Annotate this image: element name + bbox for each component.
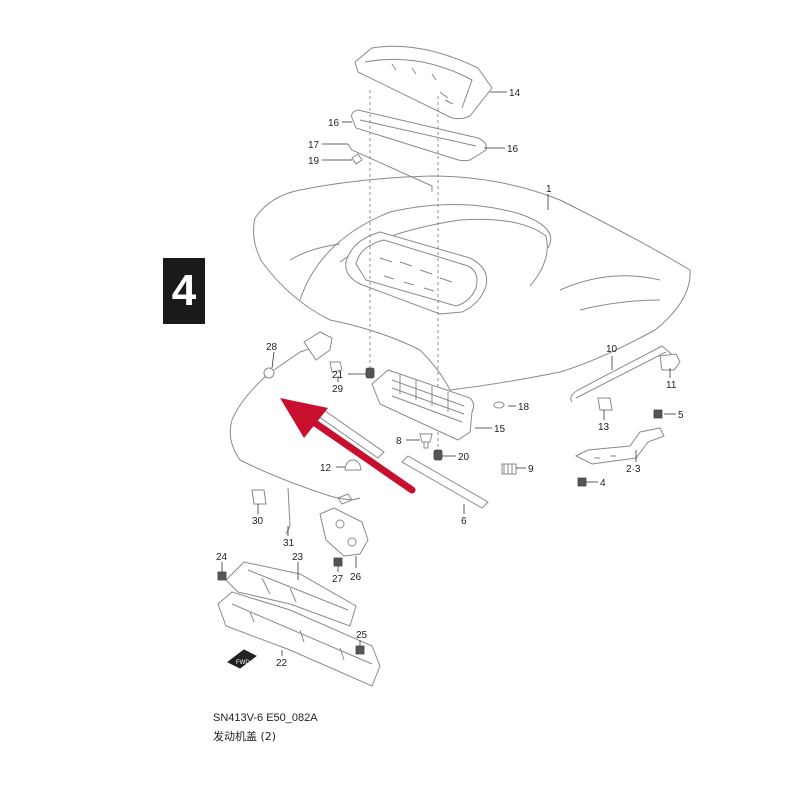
callout-31: 31 xyxy=(283,538,295,549)
part-2-3-hinge[interactable] xyxy=(574,427,665,465)
part-26-hood-latch[interactable] xyxy=(319,507,369,557)
callout-10: 10 xyxy=(606,344,618,355)
callout-2-3: 2·3 xyxy=(626,464,641,475)
callout-22: 22 xyxy=(276,658,288,669)
assembly-guide-lines xyxy=(369,90,439,452)
callout-1: 1 xyxy=(546,184,552,195)
part-8-pin[interactable] xyxy=(419,433,433,449)
part-4-bolt[interactable] xyxy=(577,477,587,487)
callout-8: 8 xyxy=(396,436,402,447)
part-29-clip[interactable] xyxy=(329,361,343,373)
part-25-bolt[interactable] xyxy=(355,645,365,655)
fwd-label: FWD xyxy=(236,660,250,666)
callout-17: 17 xyxy=(308,140,320,151)
callout-21: 21 xyxy=(332,370,344,381)
callout-5: 5 xyxy=(678,410,684,421)
callout-4: 4 xyxy=(600,478,606,489)
part-11-holder[interactable] xyxy=(659,353,681,371)
part-12-cap[interactable] xyxy=(344,459,362,471)
callout-28: 28 xyxy=(266,342,278,353)
callout-25: 25 xyxy=(356,630,368,641)
callout-30: 30 xyxy=(252,516,264,527)
part-10-prop-rod[interactable] xyxy=(570,345,677,403)
callout-11: 11 xyxy=(666,380,677,391)
part-19-clip[interactable] xyxy=(351,153,363,165)
part-1-hood-panel[interactable] xyxy=(253,175,691,391)
part-31-rod[interactable] xyxy=(285,487,291,535)
callout-24: 24 xyxy=(216,552,228,563)
part-27-bolt[interactable] xyxy=(333,557,343,567)
part-5-bolt[interactable] xyxy=(653,409,663,419)
part-6-weatherstrip[interactable] xyxy=(401,455,489,509)
part-9-bumper[interactable] xyxy=(501,463,517,475)
part-23-upper-support[interactable] xyxy=(225,561,357,627)
callout-15: 15 xyxy=(494,424,506,435)
section-number-badge: 4 xyxy=(163,258,205,324)
callout-26: 26 xyxy=(350,572,362,583)
part-24-bolt[interactable] xyxy=(217,571,227,581)
callout-6: 6 xyxy=(461,516,467,527)
diagram-title: 发动机盖 (2) xyxy=(213,730,277,743)
callout-labels: 14 16 16 17 19 1 10 11 13 5 2·3 4 29 21 … xyxy=(216,88,684,669)
callout-20: 20 xyxy=(458,452,470,463)
part-17-rod[interactable] xyxy=(347,143,433,192)
callout-14: 14 xyxy=(509,88,521,99)
fwd-direction-indicator: FWD xyxy=(227,649,257,669)
callout-13: 13 xyxy=(598,422,610,433)
part-30-bracket[interactable] xyxy=(251,489,267,505)
callout-27: 27 xyxy=(332,574,344,585)
callout-9: 9 xyxy=(528,464,534,475)
part-15-scoop-duct[interactable] xyxy=(371,369,475,441)
callout-29: 29 xyxy=(332,384,344,395)
part-28-release-cable[interactable] xyxy=(229,331,361,505)
callout-12: 12 xyxy=(320,463,332,474)
highlight-arrow xyxy=(280,398,416,494)
part-18-grommet[interactable] xyxy=(493,401,505,409)
part-13-clip[interactable] xyxy=(597,397,613,411)
part-16-seal[interactable] xyxy=(351,109,487,162)
diagram-code: SN413V-6 E50_082A xyxy=(213,712,318,724)
part-20-bolt[interactable] xyxy=(433,449,443,461)
callout-19: 19 xyxy=(308,156,320,167)
part-14-scoop-cover[interactable] xyxy=(354,45,493,120)
callout-23: 23 xyxy=(292,552,304,563)
part-22-lower-support[interactable] xyxy=(217,591,381,687)
leader-lines xyxy=(221,91,676,656)
callout-18: 18 xyxy=(518,402,530,413)
part-21-bolt[interactable] xyxy=(365,367,375,379)
callout-16-upper: 16 xyxy=(328,118,340,129)
callout-16-lower: 16 xyxy=(507,144,519,155)
